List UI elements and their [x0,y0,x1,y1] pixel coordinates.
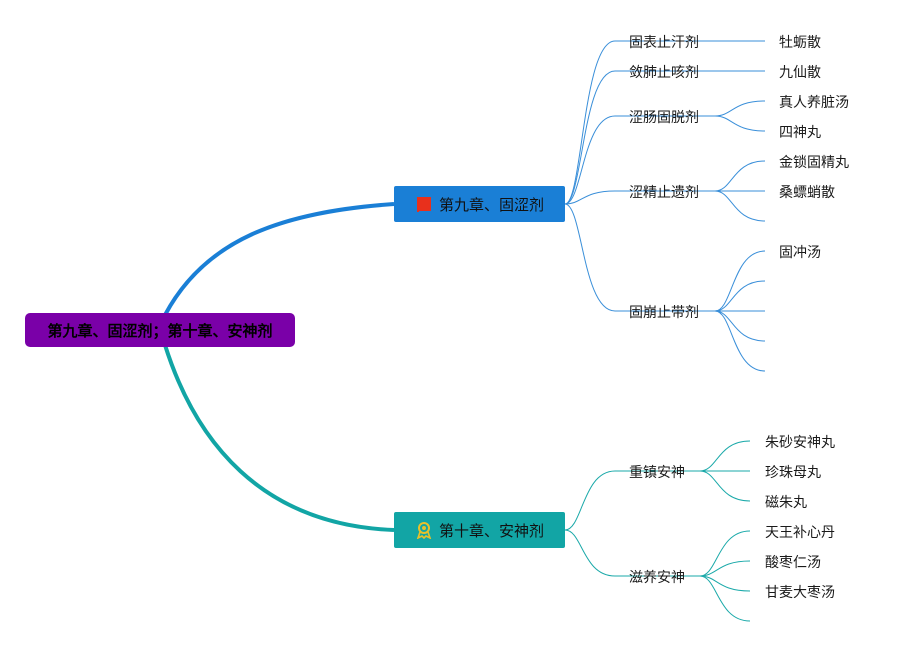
leaf-label: 九仙散 [779,65,821,81]
sub-to-leaf-link [714,280,766,312]
sub-topic-seChangGuTuo[interactable]: 涩肠固脱剂 [629,107,699,127]
leaf-label: 天王补心丹 [765,525,835,541]
leaf-label: 桑螵蛸散 [779,185,835,201]
sub-topic-label: 涩精止遗剂 [629,185,699,201]
leaf-topic[interactable]: 九仙散 [779,62,821,82]
root-topic[interactable]: 第九章、固涩剂；第十章、安神剂 [25,313,295,347]
chapter9-to-sub-link [564,203,616,312]
leaf-label: 真人养脏汤 [779,95,849,111]
leaf-topic[interactable]: 磁朱丸 [765,492,807,512]
sub-to-leaf-link [699,470,751,502]
sub-topic-label: 重镇安神 [629,465,685,481]
sub-topic-label: 固崩止带剂 [629,305,699,321]
leaf-label: 酸枣仁汤 [765,555,821,571]
red-flag-icon [415,195,433,213]
chapter10-to-sub-link [564,529,616,577]
leaf-topic[interactable]: 四神丸 [779,122,821,142]
chapter9-links [564,40,766,372]
sub-topic-ziYangAnShen[interactable]: 滋养安神 [629,567,685,587]
sub-to-leaf-link [714,310,766,372]
sub-to-leaf-link [714,190,766,222]
leaf-topic[interactable]: 朱砂安神丸 [765,432,835,452]
chapter10-label: 第十章、安神剂 [438,521,544,540]
chapter9-to-sub-link [564,115,616,205]
sub-topic-zhongZhenAnShen[interactable]: 重镇安神 [629,462,685,482]
leaf-label: 四神丸 [779,125,821,141]
leaf-topic[interactable]: 甘麦大枣汤 [765,582,835,602]
sub-to-leaf-link [699,440,751,472]
sub-to-leaf-link [714,160,766,192]
sub-to-leaf-link [714,250,766,312]
root-topic-label: 第九章、固涩剂；第十章、安神剂 [47,321,273,340]
leaf-topic[interactable]: 牡蛎散 [779,32,821,52]
leaf-topic[interactable]: 酸枣仁汤 [765,552,821,572]
chapter9-to-sub-link [564,190,616,205]
sub-topic-label: 滋养安神 [629,570,685,586]
leaf-label: 金锁固精丸 [779,155,849,171]
sub-to-leaf-link [699,575,751,592]
chapter10-topic[interactable]: 第十章、安神剂 [394,512,565,548]
sub-to-leaf-link [699,575,751,622]
sub-topic-label: 固表止汗剂 [629,35,699,51]
leaf-label: 牡蛎散 [779,35,821,51]
leaf-topic[interactable]: 金锁固精丸 [779,152,849,172]
leaf-label: 磁朱丸 [765,495,807,511]
sub-topic-lianFeiZhiKe[interactable]: 敛肺止咳剂 [629,62,699,82]
leaf-topic[interactable]: 天王补心丹 [765,522,835,542]
leaf-label: 固冲汤 [779,245,821,261]
sub-topic-guBengZhiDai[interactable]: 固崩止带剂 [629,302,699,322]
sub-topic-label: 涩肠固脱剂 [629,110,699,126]
leaf-topic[interactable]: 真人养脏汤 [779,92,849,112]
chapter10-to-sub-link [564,470,616,531]
sub-topic-seJingZhiYi[interactable]: 涩精止遗剂 [629,182,699,202]
leaf-topic[interactable]: 珍珠母丸 [765,462,821,482]
chapter9-to-sub-link [564,70,616,205]
award-ribbon-icon [415,521,433,539]
sub-to-leaf-link [714,115,766,132]
sub-to-leaf-link [714,100,766,117]
sub-topic-guBiaoZhiHan[interactable]: 固表止汗剂 [629,32,699,52]
chapter10-links [564,440,751,622]
root-to-chapter9-branch [163,202,395,316]
leaf-label: 珍珠母丸 [765,465,821,481]
leaf-topic[interactable]: 桑螵蛸散 [779,182,835,202]
sub-to-leaf-link [699,560,751,577]
leaf-label: 朱砂安神丸 [765,435,835,451]
root-to-chapter10-branch [163,344,395,532]
chapter9-label: 第九章、固涩剂 [438,195,544,214]
leaf-topic[interactable]: 固冲汤 [779,242,821,262]
sub-topic-label: 敛肺止咳剂 [629,65,699,81]
sub-to-leaf-link [699,530,751,577]
chapter9-to-sub-link [564,40,616,205]
leaf-label: 甘麦大枣汤 [765,585,835,601]
chapter9-topic[interactable]: 第九章、固涩剂 [394,186,565,222]
